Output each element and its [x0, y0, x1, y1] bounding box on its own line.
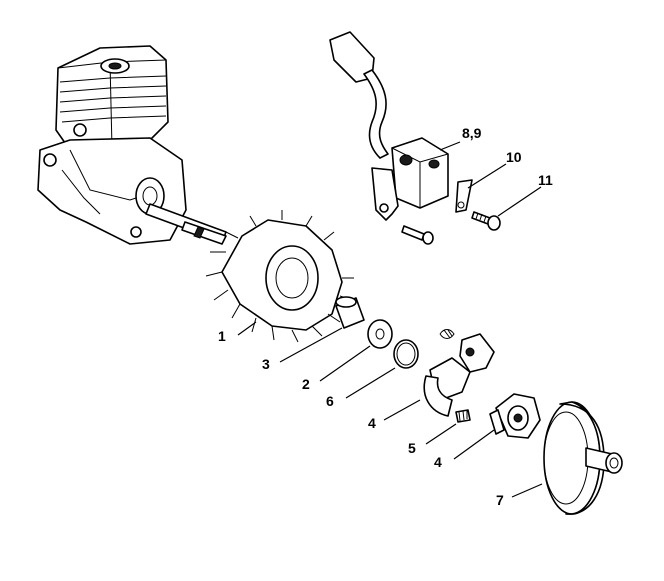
label-2: 2	[302, 376, 310, 392]
label-6: 6	[326, 393, 334, 409]
label-7: 7	[496, 492, 504, 508]
screw-left	[401, 225, 434, 245]
leader-lines	[237, 141, 543, 498]
ignition-module	[329, 31, 449, 221]
plate-part	[455, 179, 473, 213]
flywheel	[205, 210, 354, 343]
washer	[367, 319, 393, 349]
label-1: 1	[218, 328, 226, 344]
label-11: 11	[538, 172, 553, 188]
clutch-carrier	[489, 393, 541, 439]
crankshaft	[145, 203, 227, 245]
label-3: 3	[262, 356, 270, 372]
label-5: 5	[408, 440, 416, 456]
screw-part	[471, 211, 501, 231]
bushing	[335, 296, 365, 329]
label-4-upper: 4	[368, 415, 376, 431]
label-4-lower: 4	[434, 454, 442, 470]
clutch-assembly	[423, 329, 495, 423]
clutch-drum	[543, 401, 623, 515]
label-10: 10	[506, 149, 522, 165]
label-8-9: 8,9	[462, 125, 482, 141]
ring	[393, 339, 419, 369]
